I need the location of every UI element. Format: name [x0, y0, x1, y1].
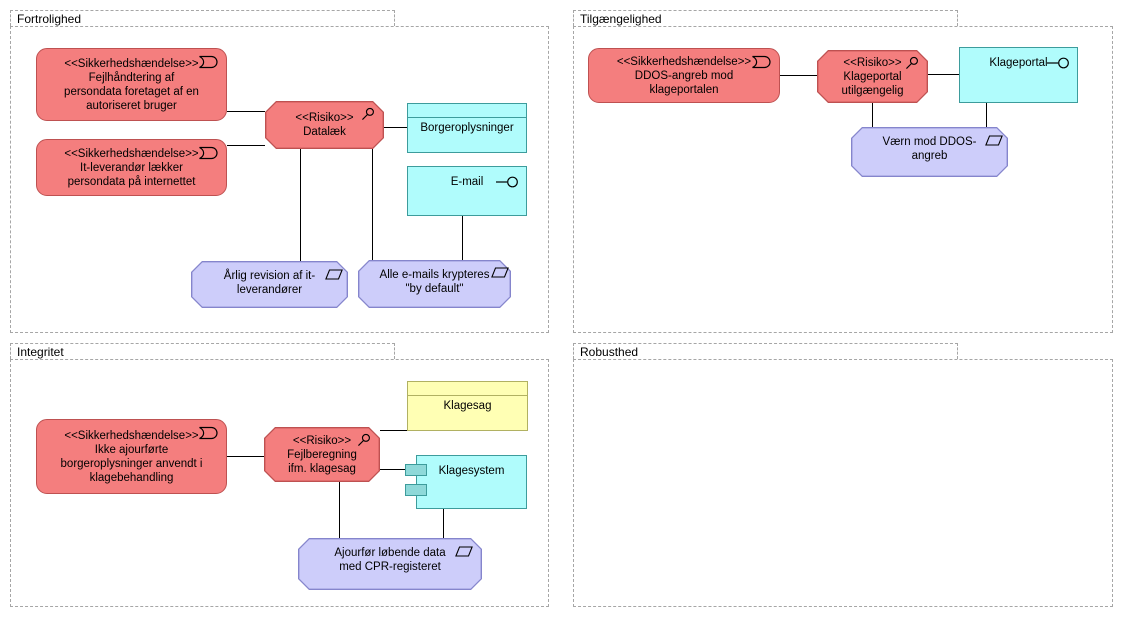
- connector-line[interactable]: [986, 103, 988, 127]
- interface-lollipop-icon: [1047, 57, 1069, 69]
- node-label: Årlig revision af it-: [223, 270, 316, 283]
- data-object-borgeroplysninger[interactable]: Borgeroplysninger: [407, 103, 527, 153]
- group-tab-tilgaengelighed[interactable]: Tilgængelighed: [573, 10, 958, 26]
- node-label: persondata på internettet: [67, 175, 196, 188]
- requirement-parallelogram-icon: [985, 135, 1003, 146]
- group-label-tilgaengelighed: Tilgængelighed: [580, 12, 662, 26]
- requirement-vaern-ddos[interactable]: Værn mod DDOS- angreb: [851, 127, 1008, 177]
- stereotype-label: <<Risiko>>: [292, 434, 352, 447]
- node-label: borgeroplysninger anvendt i: [60, 457, 203, 470]
- risk-fejlberegning[interactable]: <<Risiko>> Fejlberegning ifm. klagesag: [264, 427, 380, 482]
- node-label: Klagesystem: [438, 465, 505, 477]
- security-event-fejlhaandtering[interactable]: <<Sikkerhedshændelse>> Fejlhåndtering af…: [36, 48, 227, 121]
- event-icon: [199, 426, 218, 440]
- group-tab-fortrolighed[interactable]: Fortrolighed: [10, 10, 395, 26]
- requirement-parallelogram-icon: [455, 546, 473, 557]
- node-label: It-leverandør lækker: [80, 161, 183, 174]
- interface-lollipop-icon: [496, 176, 518, 188]
- security-event-ddos-angreb[interactable]: <<Sikkerhedshændelse>> DDOS-angreb mod k…: [588, 48, 780, 103]
- node-label: angreb: [911, 150, 948, 163]
- event-icon: [199, 55, 218, 69]
- stereotype-label: <<Sikkerhedshændelse>>: [64, 429, 199, 442]
- app-service-klageportal[interactable]: Klageportal: [959, 47, 1078, 103]
- component-port-icon: [405, 464, 427, 476]
- security-event-ikke-ajourfoerte[interactable]: <<Sikkerhedshændelse>> Ikke ajourførte b…: [36, 419, 227, 494]
- stereotype-label: <<Risiko>>: [843, 56, 902, 69]
- risk-datalaek[interactable]: <<Risiko>> Datalæk: [265, 101, 384, 149]
- group-label-robusthed: Robusthed: [580, 345, 639, 359]
- group-body-robusthed[interactable]: [573, 359, 1113, 607]
- app-service-email[interactable]: E-mail: [407, 166, 527, 216]
- node-label: utilgængelig: [841, 84, 904, 97]
- node-label: autoriseret bruger: [86, 99, 177, 112]
- connector-line[interactable]: [339, 482, 341, 538]
- requirement-alle-emails[interactable]: Alle e-mails krypteres "by default": [358, 260, 511, 308]
- connector-line[interactable]: [780, 75, 817, 77]
- connector-line[interactable]: [380, 469, 406, 471]
- connector-line[interactable]: [462, 216, 464, 260]
- requirement-aarlig-revision[interactable]: Årlig revision af it- leverandører: [191, 261, 348, 308]
- app-component-klagesystem[interactable]: Klagesystem: [405, 455, 527, 509]
- stereotype-label: <<Sikkerhedshændelse>>: [64, 57, 199, 70]
- magnifier-icon: [362, 107, 374, 120]
- stereotype-label: <<Sikkerhedshændelse>>: [64, 147, 199, 160]
- node-label: E-mail: [450, 176, 484, 188]
- node-label: klagebehandling: [89, 471, 174, 484]
- magnifier-icon: [906, 56, 918, 69]
- magnifier-icon: [358, 433, 370, 446]
- node-label: Borgeroplysninger: [420, 122, 514, 134]
- node-label: "by default": [405, 283, 464, 296]
- event-icon: [752, 55, 771, 69]
- security-event-it-leverandoer[interactable]: <<Sikkerhedshændelse>> It-leverandør læk…: [36, 139, 227, 196]
- node-label: leverandører: [236, 284, 303, 297]
- stereotype-label: <<Risiko>>: [295, 112, 354, 124]
- connector-line[interactable]: [227, 456, 264, 458]
- group-label-integritet: Integritet: [17, 345, 64, 359]
- group-tab-robusthed[interactable]: Robusthed: [573, 343, 958, 359]
- node-label: klageportalen: [649, 83, 719, 96]
- node-label: Alle e-mails krypteres: [379, 269, 490, 282]
- node-label: Fejlberegning: [287, 448, 357, 461]
- node-label: med CPR-registeret: [339, 561, 441, 574]
- node-label: Klageportal: [843, 70, 902, 83]
- business-object-klagesag[interactable]: Klagesag: [407, 381, 528, 431]
- connector-line[interactable]: [372, 149, 374, 260]
- event-icon: [199, 146, 218, 160]
- requirement-ajourfoer-cpr[interactable]: Ajourfør løbende data med CPR-registeret: [298, 538, 482, 590]
- component-port-icon: [405, 484, 427, 496]
- node-label: Værn mod DDOS-: [882, 136, 977, 149]
- connector-line[interactable]: [227, 145, 265, 147]
- connector-line[interactable]: [300, 149, 302, 261]
- node-label: Klageportal: [989, 57, 1048, 69]
- connector-line[interactable]: [380, 430, 407, 432]
- requirement-parallelogram-icon: [325, 269, 343, 280]
- node-label: Ajourfør løbende data: [334, 547, 446, 560]
- stereotype-label: <<Sikkerhedshændelse>>: [616, 55, 752, 68]
- node-label: DDOS-angreb mod: [634, 69, 734, 82]
- connector-line[interactable]: [384, 127, 407, 129]
- risk-klageportal-utilgaengelig[interactable]: <<Risiko>> Klageportal utilgængelig: [817, 50, 928, 103]
- group-tab-integritet[interactable]: Integritet: [10, 343, 395, 359]
- connector-line[interactable]: [443, 509, 445, 538]
- data-object-bar: [408, 382, 527, 396]
- node-label: ifm. klagesag: [288, 462, 356, 475]
- node-label: Ikke ajourførte: [94, 443, 169, 456]
- node-label: Fejlhåndtering af: [88, 71, 175, 84]
- connector-line[interactable]: [872, 103, 874, 127]
- data-object-bar: [408, 104, 526, 118]
- connector-line[interactable]: [928, 74, 959, 76]
- node-label: Klagesag: [443, 400, 492, 412]
- node-label: Datalæk: [303, 126, 346, 138]
- group-label-fortrolighed: Fortrolighed: [17, 12, 82, 26]
- connector-line[interactable]: [227, 111, 265, 113]
- node-label: persondata foretaget af en: [64, 85, 199, 98]
- requirement-parallelogram-icon: [491, 267, 509, 278]
